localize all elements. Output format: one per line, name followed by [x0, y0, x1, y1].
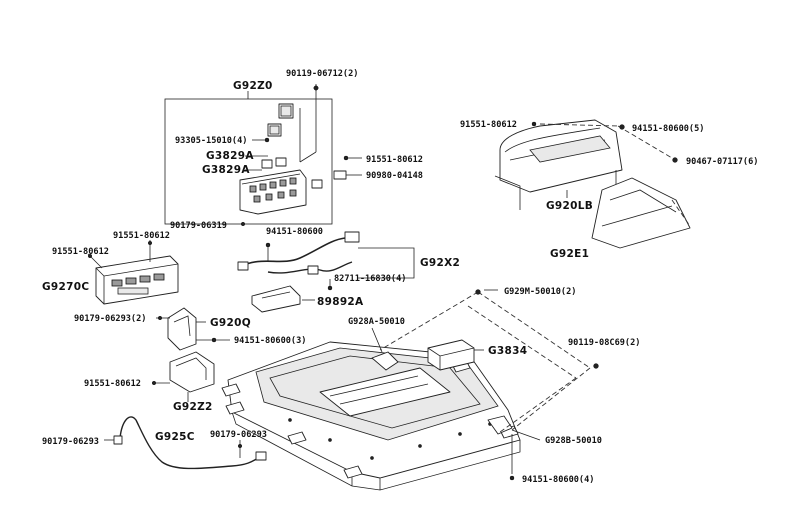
callout-g925c: G925C — [155, 431, 195, 443]
callout-g3829a-1: G3829A — [206, 150, 254, 162]
callout-90980-04148: 90980-04148 — [366, 171, 423, 181]
bolt-icon — [313, 85, 319, 91]
harness-connector — [344, 231, 360, 243]
callout-91551-80612-left2: 91551-80612 — [52, 247, 109, 257]
callout-94151-80600-mid: 94151-80600 — [266, 227, 323, 237]
callout-g3834: G3834 — [488, 345, 527, 357]
callout-82711-16830: 82711-16830(4) — [334, 274, 406, 284]
callout-94151-80600-3: 94151-80600(3) — [234, 336, 306, 346]
g9270c-group — [87, 240, 179, 305]
g92z0-frame — [164, 98, 333, 225]
g925c-cable — [119, 416, 259, 470]
callout-91551-80612-low: 91551-80612 — [84, 379, 141, 389]
callout-g920lb: G920LB — [546, 200, 593, 212]
callout-90179-06293-mid: 90179-06293 — [210, 430, 267, 440]
callout-g9270c: G9270C — [42, 281, 89, 293]
g92z0-group — [164, 84, 362, 227]
duct — [591, 177, 691, 249]
callout-90179-06293-left: 90179-06293 — [42, 437, 99, 447]
callout-93305-15010: 93305-15010(4) — [175, 136, 247, 146]
g920q-bracket — [167, 307, 197, 351]
junction-block — [239, 169, 307, 215]
callout-g920q: G920Q — [210, 317, 251, 329]
callout-g928b: G928B-50010 — [545, 436, 602, 446]
g3834-group — [379, 289, 599, 433]
callout-90179-06319: 90179-06319 — [170, 221, 227, 231]
connector — [333, 170, 347, 180]
g928a-bracket — [371, 351, 399, 371]
callout-90467-07117: 90467-07117(6) — [686, 157, 758, 167]
callout-90179-06293-2: 90179-06293(2) — [74, 314, 146, 324]
small-relay — [311, 179, 323, 189]
g3834-part — [427, 339, 475, 371]
callout-91551-80612-right: 91551-80612 — [460, 120, 517, 130]
callout-90119-08c69: 90119-08C69(2) — [568, 338, 640, 348]
callout-90119-06712: 90119-06712(2) — [286, 69, 358, 79]
g928b-bracket — [487, 415, 513, 435]
ecu-module — [251, 285, 301, 313]
callout-g929m: G929M-50010(2) — [504, 287, 576, 297]
g92z2-bracket — [169, 351, 215, 393]
callout-g928a: G928A-50010 — [348, 317, 405, 327]
callout-g92e1: G92E1 — [550, 248, 589, 260]
callout-g92x2: G92X2 — [420, 257, 460, 269]
callout-89892a: 89892A — [317, 296, 364, 308]
callout-g92z2: G92Z2 — [173, 401, 213, 413]
callout-94151-80600-5: 94151-80600(5) — [632, 124, 704, 134]
callout-94151-80600-4: 94151-80600(4) — [522, 475, 594, 485]
callout-g3829a-2: G3829A — [202, 164, 250, 176]
callout-g92z0: G92Z0 — [233, 80, 273, 92]
bracket-group — [151, 307, 230, 402]
callout-91551-80612-top: 91551-80612 — [366, 155, 423, 165]
g925c-group — [104, 416, 267, 470]
g92x2-group — [237, 231, 415, 313]
callout-91551-80612-left1: 91551-80612 — [113, 231, 170, 241]
g9270c-module — [95, 255, 179, 305]
g920lb-group — [494, 119, 691, 249]
